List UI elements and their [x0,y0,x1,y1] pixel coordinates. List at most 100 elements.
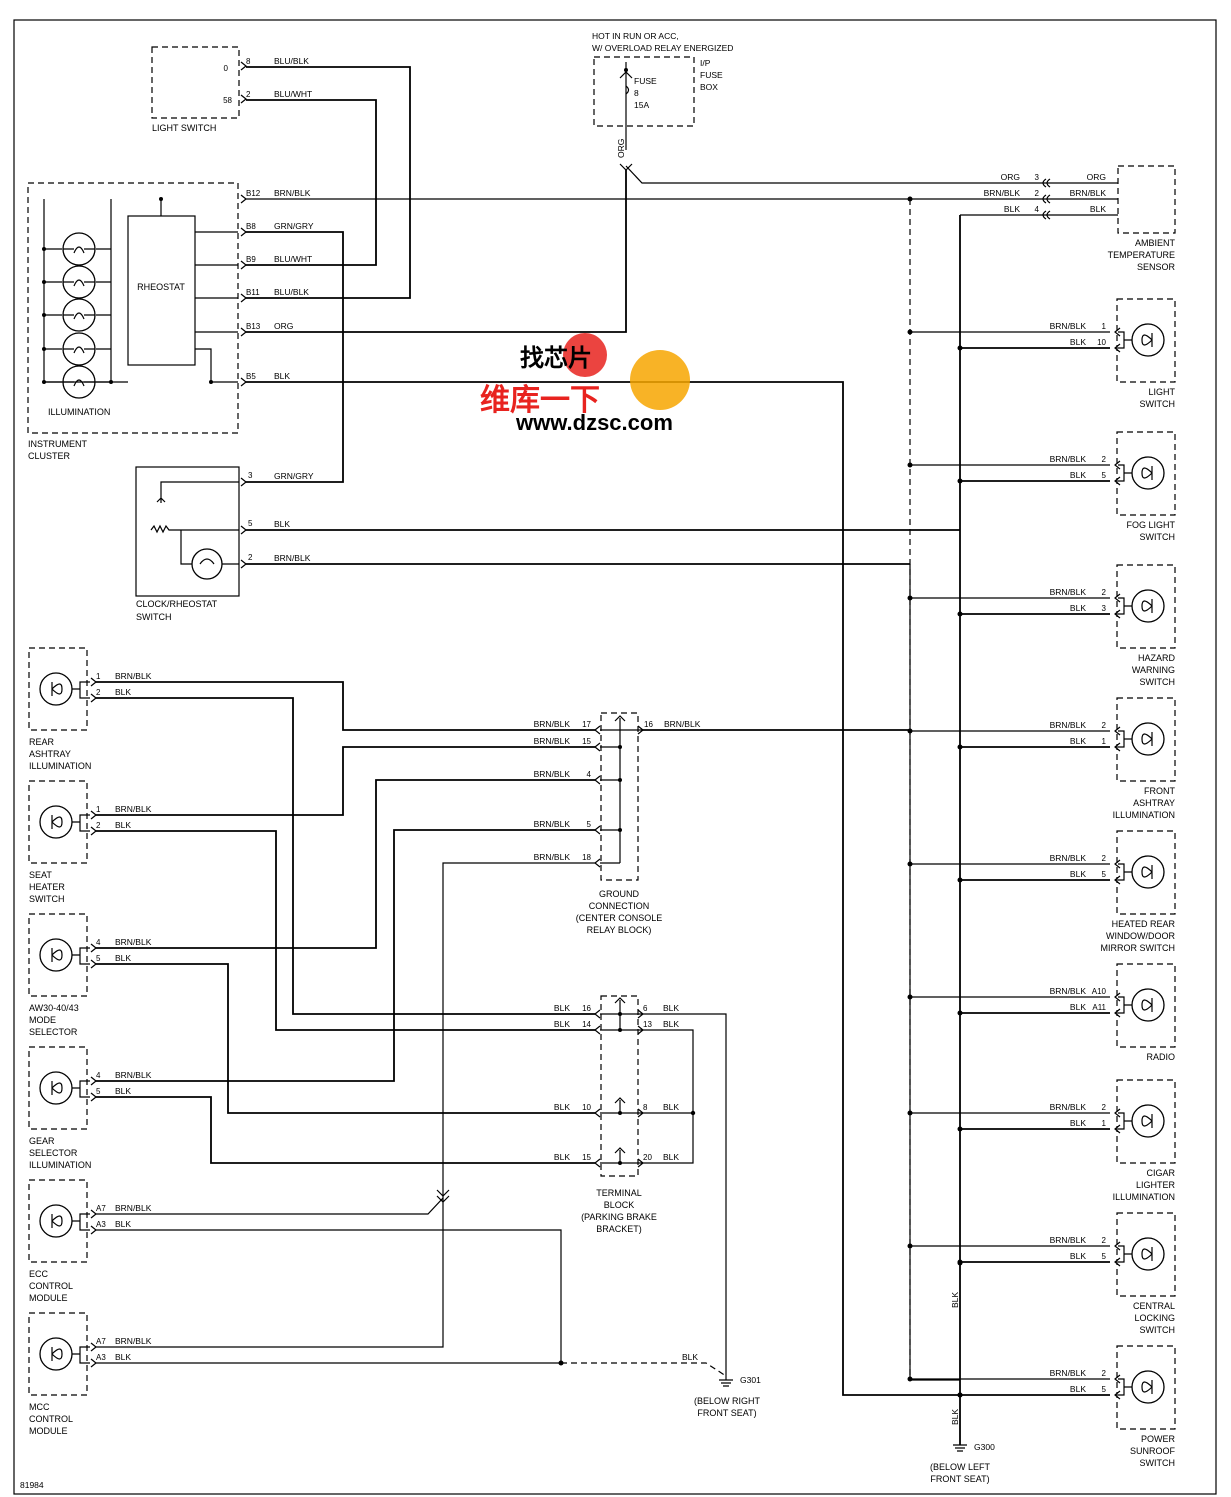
gc-wire-4: BRN/BLK [534,852,571,862]
left-label-ecc-0: ECC [29,1269,49,1279]
left-wire-gear-selector-1: BRN/BLK [115,1070,152,1080]
cluster-pin-B12: B12 [246,189,261,198]
right-pin-radio-2: A11 [1092,1003,1106,1012]
instrument-cluster: RHEOSTAT ILLUMINATION INSTRUMENT CLUSTER… [27,182,314,461]
ls-top-wire-2: BLU/WHT [274,89,312,99]
left-pin-mcc-1: A7 [96,1337,106,1346]
left-label-seat-heater-2: SWITCH [29,894,65,904]
cluster-pin-B5: B5 [246,372,256,381]
tb-pin-l-10: 10 [582,1103,591,1112]
right-wire-power-sunroof-1: BRN/BLK [1050,1368,1087,1378]
right-wire-radio-1: BRN/BLK [1050,986,1087,996]
left-label-gear-selector-0: GEAR [29,1136,55,1146]
left-wire-aw-mode-2: BLK [115,953,131,963]
fuse-note-1: HOT IN RUN OR ACC, [592,31,679,41]
right-pin-fog-light-1: 2 [1102,455,1107,464]
left-pin-ecc-1: A7 [96,1204,106,1213]
tb-wire-l-1: BLK [554,1019,570,1029]
gc-line3: (CENTER CONSOLE [576,913,663,923]
tb-pin-r-8: 8 [643,1103,648,1112]
left-label-aw-mode-0: AW30-40/43 [29,1003,79,1013]
ambient-pin-3: 3 [1035,173,1040,182]
left-label-ecc-1: CONTROL [29,1281,73,1291]
right-wire-heated-rear-1: BRN/BLK [1050,853,1087,863]
right-wire-central-locking-1: BRN/BLK [1050,1235,1087,1245]
ambient-line1: AMBIENT [1135,238,1176,248]
cluster-name-2: CLUSTER [28,451,71,461]
right-label-cigar-0: CIGAR [1146,1168,1175,1178]
watermark-logo-badge [563,333,607,377]
watermark-url: www.dzsc.com [515,410,673,435]
gc-line1: GROUND [599,889,639,899]
cluster-pin-B11: B11 [246,288,260,297]
right-label-heated-rear-2: MIRROR SWITCH [1101,943,1176,953]
tb-pin-l-15: 15 [582,1153,591,1162]
gc-wire-0: BRN/BLK [534,719,571,729]
left-pin-ecc-2: A3 [96,1220,106,1229]
blk-vertical-lower: BLK [950,1409,960,1425]
fuse-box-line2: FUSE [700,70,723,80]
illumination-bulb-1 [42,232,111,266]
right-pin-hazard-2: 3 [1102,604,1107,613]
watermark-cn: 维库一下 [480,384,600,417]
left-wire-gear-selector-2: BLK [115,1086,131,1096]
right-pin-front-ashtray-1: 2 [1102,721,1107,730]
tb-line4: BRACKET) [596,1224,642,1234]
gc-wire-out: BRN/BLK [664,719,701,729]
right-wire-fog-light-1: BRN/BLK [1050,454,1087,464]
illumination-bulb-4 [42,332,111,366]
fuse-box-line1: I/P [700,58,711,68]
right-label-heated-rear-1: WINDOW/DOOR [1106,931,1175,941]
gc-pin-18: 18 [582,853,591,862]
left-label-mcc-0: MCC [29,1402,50,1412]
tb-wire-r-2: BLK [663,1102,679,1112]
left-pin-rear-ashtray-1: 1 [96,672,101,681]
tb-line1: TERMINAL [596,1188,642,1198]
clock-name-1: CLOCK/RHEOSTAT [136,599,218,609]
ambient-line2: TEMPERATURE [1108,250,1175,260]
wiring [96,66,1040,1445]
gc-wire-1: BRN/BLK [534,736,571,746]
left-label-seat-heater-1: HEATER [29,882,65,892]
fuse-label: FUSE [634,76,657,86]
tb-pin-r-13: 13 [643,1020,652,1029]
watermark: 找芯片 维库一下 www.dzsc.com [480,333,690,435]
fuse-number: 8 [634,88,639,98]
right-wire-power-sunroof-2: BLK [1070,1384,1086,1394]
g300-loc2: FRONT SEAT) [930,1474,989,1484]
fuse-wire-org: ORG [616,139,626,158]
clock-wire-0: GRN/GRY [274,471,314,481]
right-wire-light-switch-2: BLK [1070,337,1086,347]
ambient-wire-r-2: BLK [1090,204,1106,214]
g301-loc2: FRONT SEAT) [697,1408,756,1418]
left-label-mcc-1: CONTROL [29,1414,73,1424]
watermark-logo: 找芯片 [520,345,592,372]
blk-vertical-upper: BLK [950,1292,960,1308]
gc-pin-4: 4 [587,770,592,779]
right-label-hazard-2: SWITCH [1140,677,1176,687]
fuse-amp: 15A [634,100,649,110]
ground-g301: G301 (BELOW RIGHT FRONT SEAT) BLK [682,1352,761,1418]
left-wire-ecc-2: BLK [115,1219,131,1229]
light-switch-pin-0: 0 [224,64,229,73]
right-pin-power-sunroof-2: 5 [1102,1385,1107,1394]
right-label-central-locking-2: SWITCH [1140,1325,1176,1335]
right-label-hazard-1: WARNING [1132,665,1175,675]
right-wire-fog-light-2: BLK [1070,470,1086,480]
right-wire-radio-2: BLK [1070,1002,1086,1012]
ambient-wire-l-1: BRN/BLK [984,188,1021,198]
left-wire-rear-ashtray-2: BLK [115,687,131,697]
clock-pin-5: 5 [248,519,253,528]
clock-pin-3: 3 [248,471,253,480]
right-label-cigar-2: ILLUMINATION [1113,1192,1175,1202]
left-label-gear-selector-2: ILLUMINATION [29,1160,91,1170]
ls-top-wire-1: BLU/BLK [274,56,309,66]
right-label-front-ashtray-1: ASHTRAY [1133,798,1175,808]
